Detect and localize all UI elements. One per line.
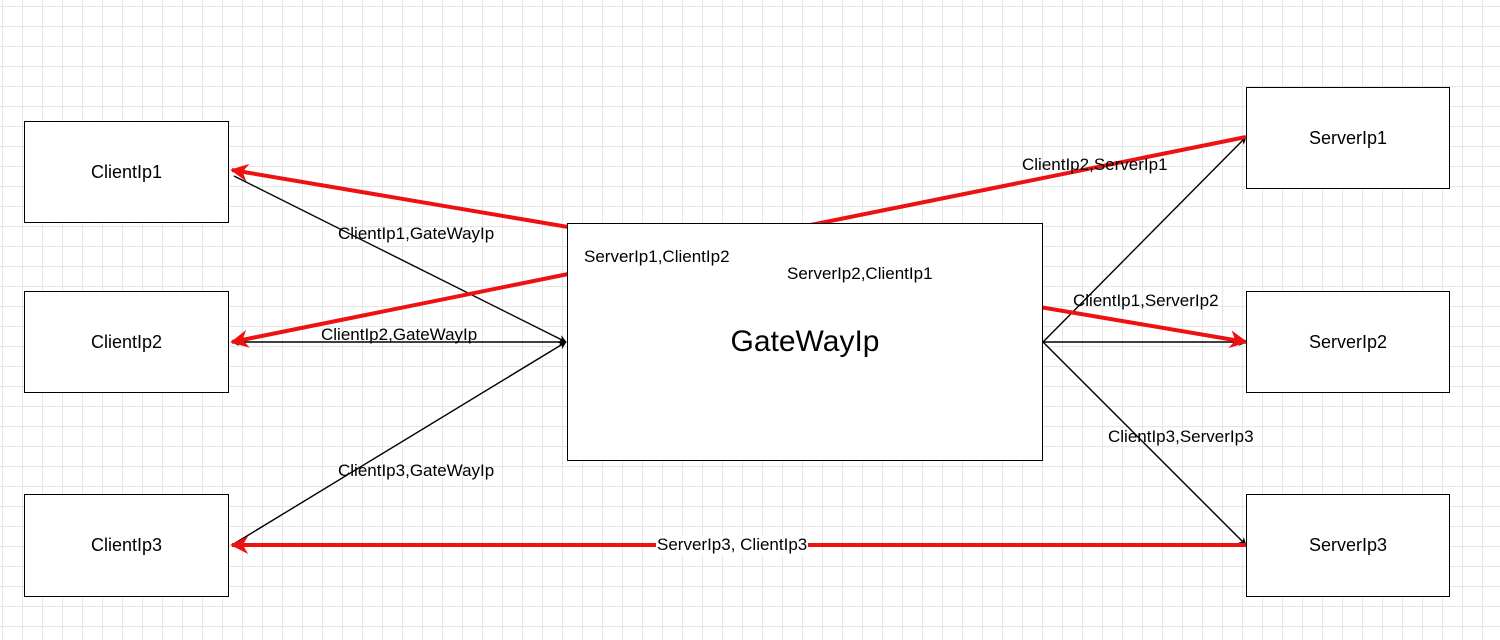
edge-label-client3-gateway: ClientIp3,GateWayIp	[338, 461, 495, 480]
gateway-node-label: GateWayIp	[730, 325, 880, 358]
edge-label-server1-client2: ServerIp1,ClientIp2	[584, 247, 730, 266]
edge-label-client2-gateway: ClientIp2,GateWayIp	[321, 325, 478, 344]
server3-node-label: ServerIp3	[1308, 535, 1388, 555]
server2-node[interactable]: ServerIp2	[1246, 291, 1450, 393]
edge-gateway-to-server3[interactable]	[1042, 341, 1247, 546]
client1-node-label: ClientIp1	[90, 161, 163, 182]
client2-node[interactable]: ClientIp2	[24, 291, 229, 393]
gateway-node[interactable]: GateWayIp	[567, 223, 1043, 461]
edge-label-server3-client3: ServerIp3, ClientIp3	[656, 535, 809, 555]
edge-label-server2-client1: ServerIp2,ClientIp1	[786, 264, 934, 284]
edge-client3-to-gateway[interactable]	[231, 341, 567, 546]
edge-label-gateway-server3: ClientIp3,ServerIp3	[1108, 427, 1254, 446]
edge-label-client1-gateway: ClientIp1,GateWayIp	[338, 224, 495, 243]
edge-label-gateway-server1: ClientIp2,ServerIp1	[1022, 155, 1168, 174]
client3-node[interactable]: ClientIp3	[24, 494, 229, 597]
client1-node[interactable]: ClientIp1	[24, 121, 229, 223]
edge-client1-to-gateway[interactable]	[233, 175, 567, 343]
edge-label-gateway-server2: ClientIp1,ServerIp2	[1073, 291, 1219, 310]
server3-node[interactable]: ServerIp3	[1246, 494, 1450, 597]
server2-node-label: ServerIp2	[1308, 331, 1388, 352]
server1-node[interactable]: ServerIp1	[1246, 87, 1450, 189]
client2-node-label: ClientIp2	[90, 331, 163, 352]
server1-node-label: ServerIp1	[1308, 127, 1388, 148]
client3-node-label: ClientIp3	[90, 535, 163, 555]
